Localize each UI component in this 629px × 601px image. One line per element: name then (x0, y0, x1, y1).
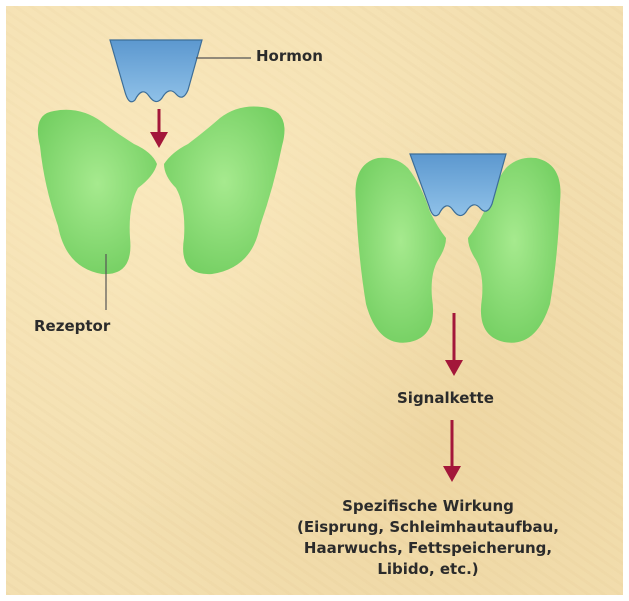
hormone-free (110, 40, 202, 102)
arrow-signal-to-effect (443, 420, 461, 482)
receptor-right-half (164, 106, 285, 274)
effect-line-2: Haarwuchs, Fettspeicherung, (258, 538, 598, 559)
diagram-canvas: Hormon Rezeptor Signalkette Spezifische … (6, 6, 623, 595)
receptor-label: Rezeptor (34, 318, 110, 335)
effect-text-block: Spezifische Wirkung (Eisprung, Schleimha… (258, 496, 598, 580)
receptor-left-half (38, 110, 157, 274)
effect-line-3: Libido, etc.) (258, 559, 598, 580)
effect-title: Spezifische Wirkung (258, 496, 598, 517)
arrow-hormone-to-receptor (150, 109, 168, 148)
arrow-receptor-to-signal (445, 313, 463, 376)
effect-line-1: (Eisprung, Schleimhautaufbau, (258, 517, 598, 538)
hormone-label: Hormon (256, 48, 323, 65)
signal-chain-label: Signalkette (397, 390, 494, 407)
